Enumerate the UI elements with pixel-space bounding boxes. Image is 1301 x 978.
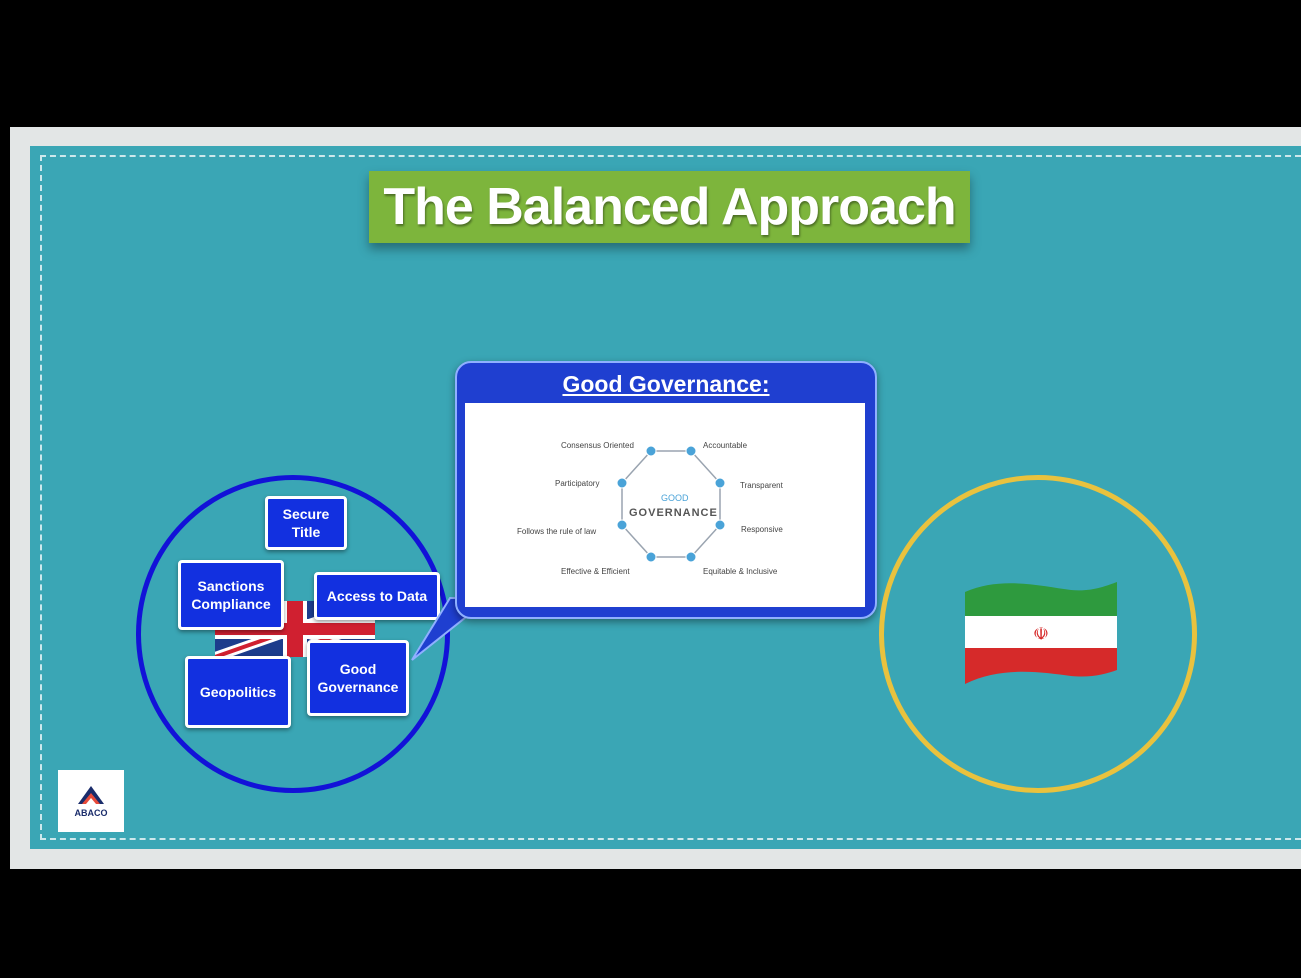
principle-label: Equitable & Inclusive xyxy=(703,567,778,576)
abaco-logo: ABACO xyxy=(58,770,124,832)
sanctions-compliance-box[interactable]: Sanctions Compliance xyxy=(178,560,284,630)
chalkboard: The Balanced Approach Secure Title Sanct… xyxy=(30,146,1301,849)
diagram-center-large: GOVERNANCE xyxy=(629,507,718,519)
principle-label: Transparent xyxy=(740,481,783,490)
principle-label: Accountable xyxy=(703,441,748,450)
chalk-border xyxy=(40,155,1301,840)
slide-frame: The Balanced Approach Secure Title Sanct… xyxy=(10,127,1301,869)
principle-label: Effective & Efficient xyxy=(561,567,630,576)
access-to-data-box[interactable]: Access to Data xyxy=(314,572,440,620)
good-governance-box[interactable]: Good Governance xyxy=(307,640,409,716)
bubble-title: Good Governance: xyxy=(562,371,770,397)
iran-flag-icon: ☫ xyxy=(965,582,1117,684)
governance-diagram: GOOD GOVERNANCE Consensus Oriented Accou… xyxy=(465,403,865,607)
logo-text: ABACO xyxy=(74,808,108,818)
principle-label: Responsive xyxy=(741,525,783,534)
principle-label: Follows the rule of law xyxy=(517,527,597,536)
geopolitics-box[interactable]: Geopolitics xyxy=(185,656,291,728)
good-governance-bubble: Good Governance: GOOD GOVERNANCE Consens… xyxy=(455,361,877,619)
principle-label: Participatory xyxy=(555,479,600,488)
governance-octagon xyxy=(616,445,726,563)
slide-title: The Balanced Approach xyxy=(369,171,970,243)
country-circle xyxy=(879,475,1197,793)
diagram-center-small: GOOD xyxy=(661,493,689,503)
svg-text:☫: ☫ xyxy=(1033,624,1049,645)
abaco-logo-icon xyxy=(78,786,104,804)
secure-title-box[interactable]: Secure Title xyxy=(265,496,347,550)
principle-label: Consensus Oriented xyxy=(561,441,634,450)
